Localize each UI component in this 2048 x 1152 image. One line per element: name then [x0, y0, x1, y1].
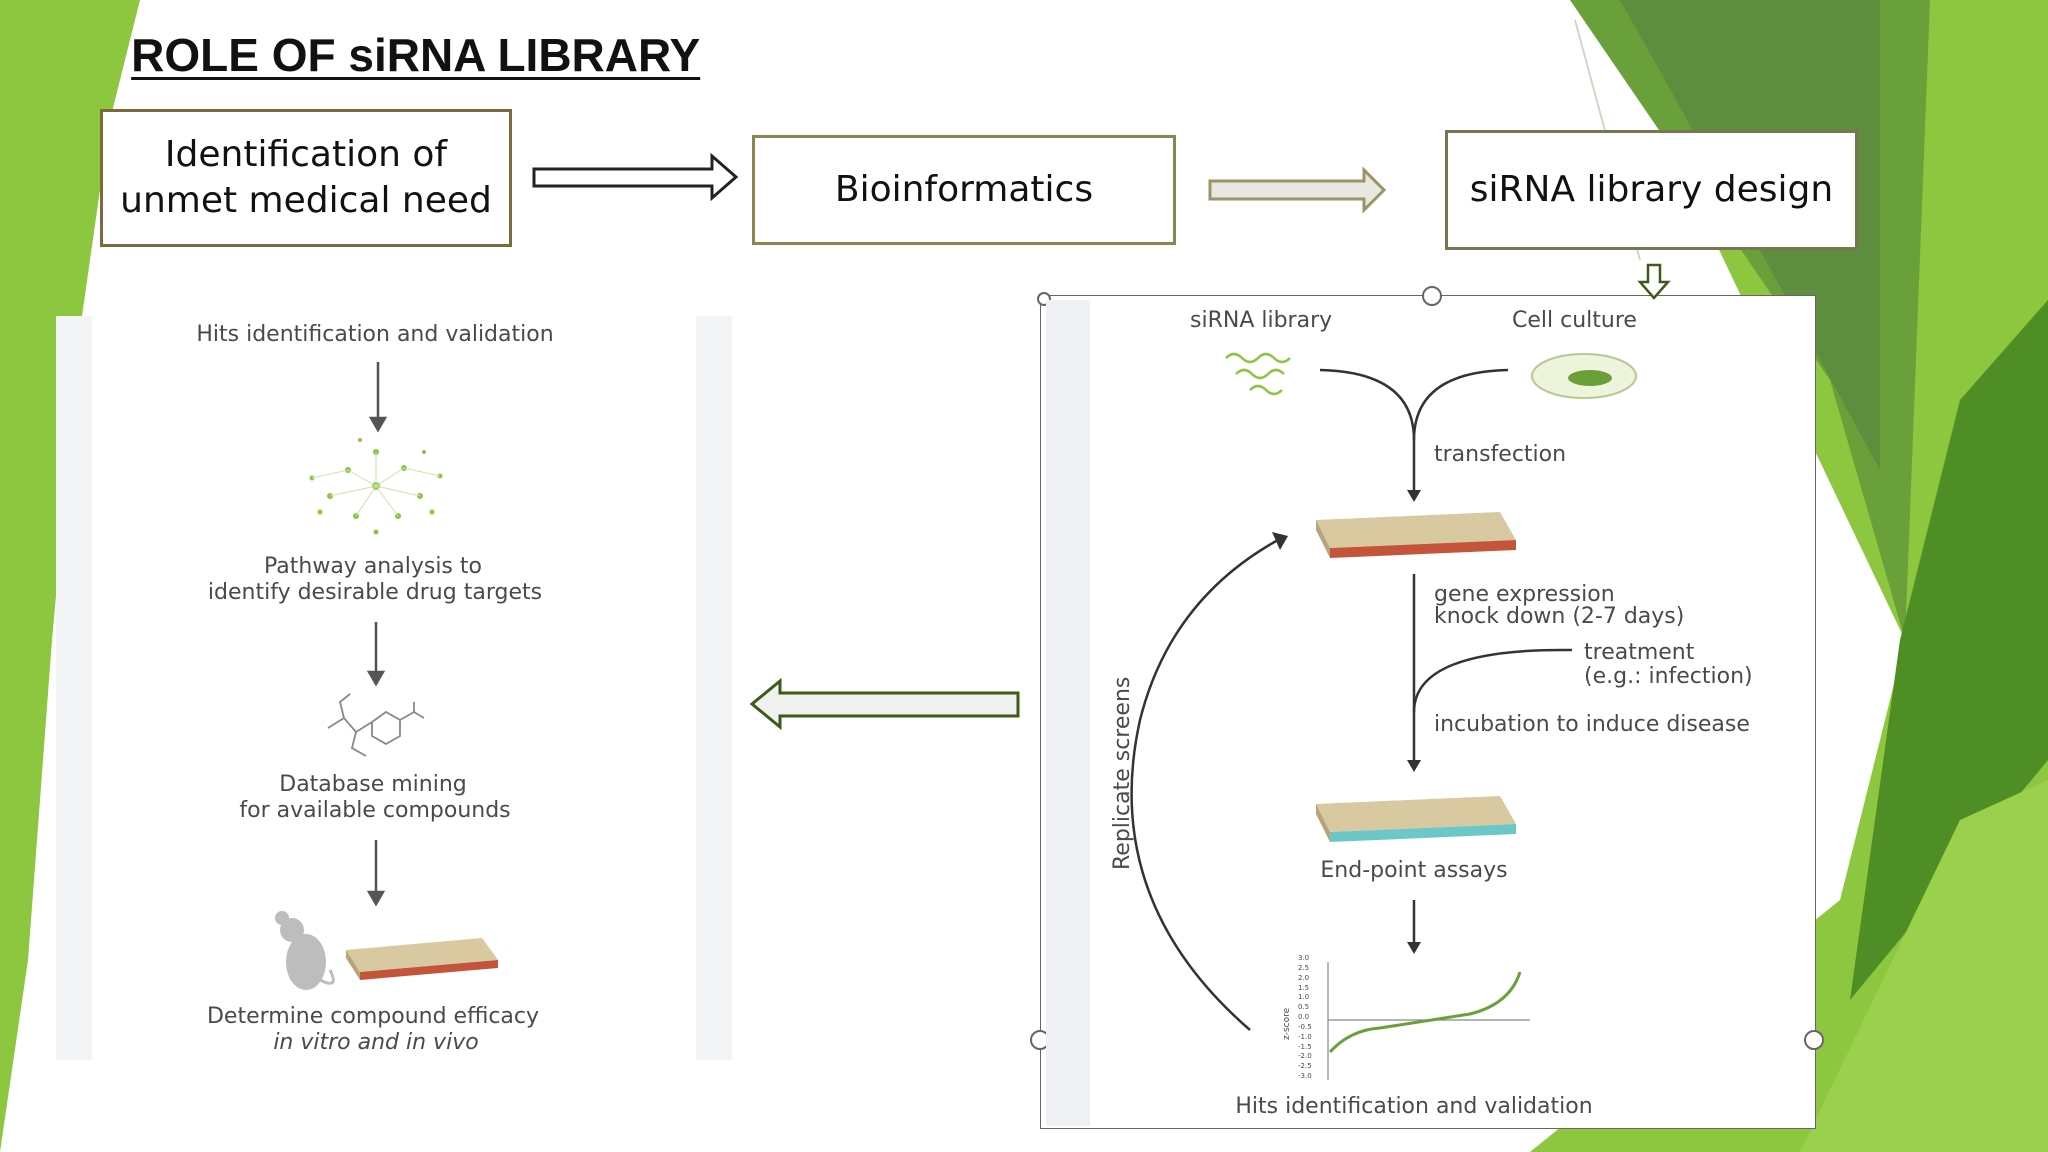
process-arrow	[1412, 574, 1573, 762]
merge-arrow	[1319, 368, 1509, 492]
right-label-sirna-library: siRNA library	[1190, 308, 1333, 333]
process-arrow-head	[1407, 760, 1421, 772]
left-step-db-line1: Database mining	[279, 772, 467, 797]
arrow-bullet-icon: ➢	[78, 37, 104, 73]
panel-scroll-strip	[1046, 300, 1090, 1126]
resize-handle-icon	[1804, 1030, 1824, 1050]
zscore-axis-label: z-score	[1282, 1007, 1292, 1040]
right-green-shape-accent	[1850, 300, 2048, 1000]
right-label-gene-expression-line2: knock down (2-7 days)	[1434, 604, 1685, 629]
zscore-curve	[1328, 971, 1522, 1054]
replicate-loop-arrow	[1130, 538, 1279, 1031]
pathway-network-lines	[311, 452, 441, 517]
right-label-hits: Hits identification and validation	[1235, 1094, 1593, 1119]
zscore-y-tick: 3.0	[1298, 954, 1310, 962]
flow-box-unmet-need-line1: Identification of	[164, 133, 448, 175]
resize-handle-icon	[1422, 286, 1442, 306]
right-label-treatment-line2: (e.g.: infection)	[1584, 664, 1753, 689]
zscore-y-tick: -1.5	[1298, 1042, 1312, 1051]
zscore-y-tick: -2.5	[1298, 1062, 1312, 1071]
zscore-chart	[1327, 962, 1530, 1080]
multiwell-plate-icon	[346, 938, 498, 980]
zscore-y-tick: 0.0	[1298, 1013, 1310, 1021]
flow-box-bioinformatics-label: Bioinformatics	[834, 168, 1094, 210]
multiwell-plate-icon	[1316, 796, 1516, 842]
zscore-y-tick: 0.5	[1298, 1003, 1310, 1012]
right-figure-panel	[1040, 295, 1816, 1129]
slide-title: ROLE OF siRNA LIBRARY	[131, 29, 701, 81]
merge-arrow-head	[1407, 490, 1421, 502]
zscore-y-tick: 2.5	[1298, 963, 1310, 972]
left-step-pathway-line1: Pathway analysis to	[264, 554, 482, 579]
process-arrow-head	[1407, 942, 1421, 954]
flow-box-unmet-need-line2: unmet medical need	[120, 180, 492, 221]
right-green-shape-pale	[1800, 780, 2048, 1152]
left-figure-canvas	[92, 316, 696, 1060]
left-step-hits: Hits identification and validation	[196, 322, 554, 347]
left-step-efficacy-line1: Determine compound efficacy	[206, 1004, 540, 1029]
zscore-y-tick: 1.5	[1298, 983, 1310, 992]
cell-culture-icon	[1531, 353, 1637, 399]
left-figure-panel	[56, 316, 732, 1060]
left-flow-arrows	[366, 362, 388, 907]
flow-box-bioinformatics: Bioinformatics	[752, 135, 1176, 245]
right-label-transfection: transfection	[1434, 442, 1567, 467]
flow-box-unmet-need: Identification of unmet medical need	[100, 109, 512, 247]
zscore-y-tick: -0.5	[1298, 1022, 1312, 1031]
left-step-efficacy-line2: in vitro and in vivo	[273, 1030, 479, 1055]
arrow-down-icon	[1637, 263, 1671, 300]
left-green-shape	[0, 0, 140, 1152]
right-label-treatment-line1: treatment	[1584, 640, 1695, 665]
replicate-loop-arrow-head	[1272, 532, 1288, 550]
zscore-y-tick: 2.0	[1298, 973, 1310, 982]
flow-box-library-design-label: siRNA library design	[1469, 168, 1834, 210]
multiwell-plate-icon	[1316, 512, 1516, 558]
left-step-db-line2: for available compounds	[239, 798, 511, 823]
compound-molecule-icon	[327, 693, 425, 757]
zscore-y-tick: -3.0	[1298, 1072, 1312, 1080]
right-label-cell-culture: Cell culture	[1512, 308, 1637, 333]
right-label-replicate-screens: Replicate screens	[1110, 676, 1135, 870]
right-label-end-point: End-point assays	[1320, 858, 1508, 883]
flow-box-library-design: siRNA library design	[1445, 130, 1858, 250]
right-green-shape-dark	[1620, 0, 1880, 470]
sirna-strand-icon	[1225, 352, 1291, 396]
zscore-y-tick: -2.0	[1298, 1052, 1312, 1061]
right-label-gene-expression-line1: gene expression	[1434, 582, 1615, 607]
right-label-incubation: incubation to induce disease	[1434, 712, 1750, 737]
arrow-right-icon	[532, 152, 739, 202]
mouse-icon	[275, 911, 335, 990]
title-row: ➢ ROLE OF siRNA LIBRARY	[78, 28, 700, 82]
left-step-pathway-line2: identify desirable drug targets	[207, 580, 543, 605]
arrow-right-icon	[1208, 166, 1387, 214]
zscore-y-tick: 1.0	[1298, 993, 1310, 1002]
zscore-y-tick: -1.0	[1298, 1032, 1312, 1041]
arrow-left-icon	[749, 677, 1020, 731]
